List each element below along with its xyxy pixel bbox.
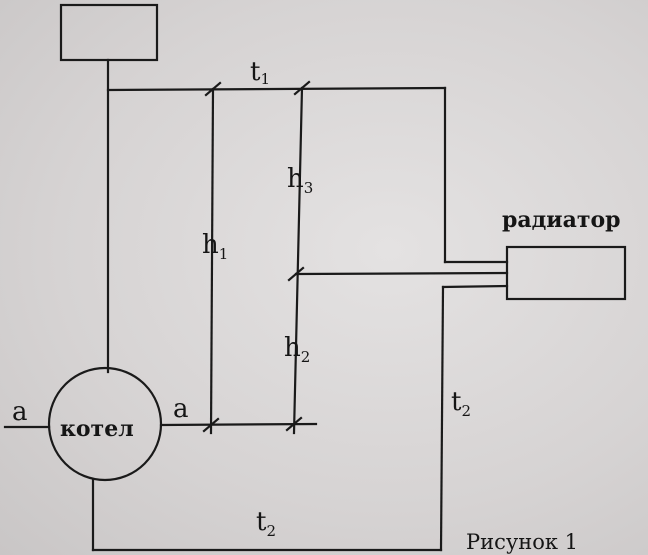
label-t1: t1 <box>250 57 270 88</box>
h3-h2-dimension-line <box>292 86 304 435</box>
tick <box>287 266 305 282</box>
tick <box>285 416 303 432</box>
return-riser <box>439 285 445 552</box>
label-h1: h1 <box>202 230 228 263</box>
dimension-ticks <box>202 80 311 433</box>
boiler-center-line-right <box>159 422 318 427</box>
label-t2-bottom: t2 <box>256 507 276 540</box>
radiator <box>505 245 627 301</box>
label-t2-right: t2 <box>451 387 471 420</box>
tick <box>293 80 311 96</box>
radiator-outlet-pipe <box>441 284 509 289</box>
label-h2: h2 <box>284 333 310 366</box>
boiler-label: котел <box>60 416 134 442</box>
figure-caption: Рисунок 1 <box>466 530 578 554</box>
expansion-tank <box>59 3 159 62</box>
h1-dimension-line <box>209 87 215 435</box>
tick <box>204 81 222 97</box>
top-supply-pipe <box>106 86 447 92</box>
radiator-label: радиатор <box>502 207 621 233</box>
radiator-center-line <box>294 271 509 276</box>
label-h3: h3 <box>287 164 313 197</box>
label-a-left: a <box>12 397 28 427</box>
label-a-right: a <box>173 394 189 424</box>
tick <box>202 417 220 433</box>
